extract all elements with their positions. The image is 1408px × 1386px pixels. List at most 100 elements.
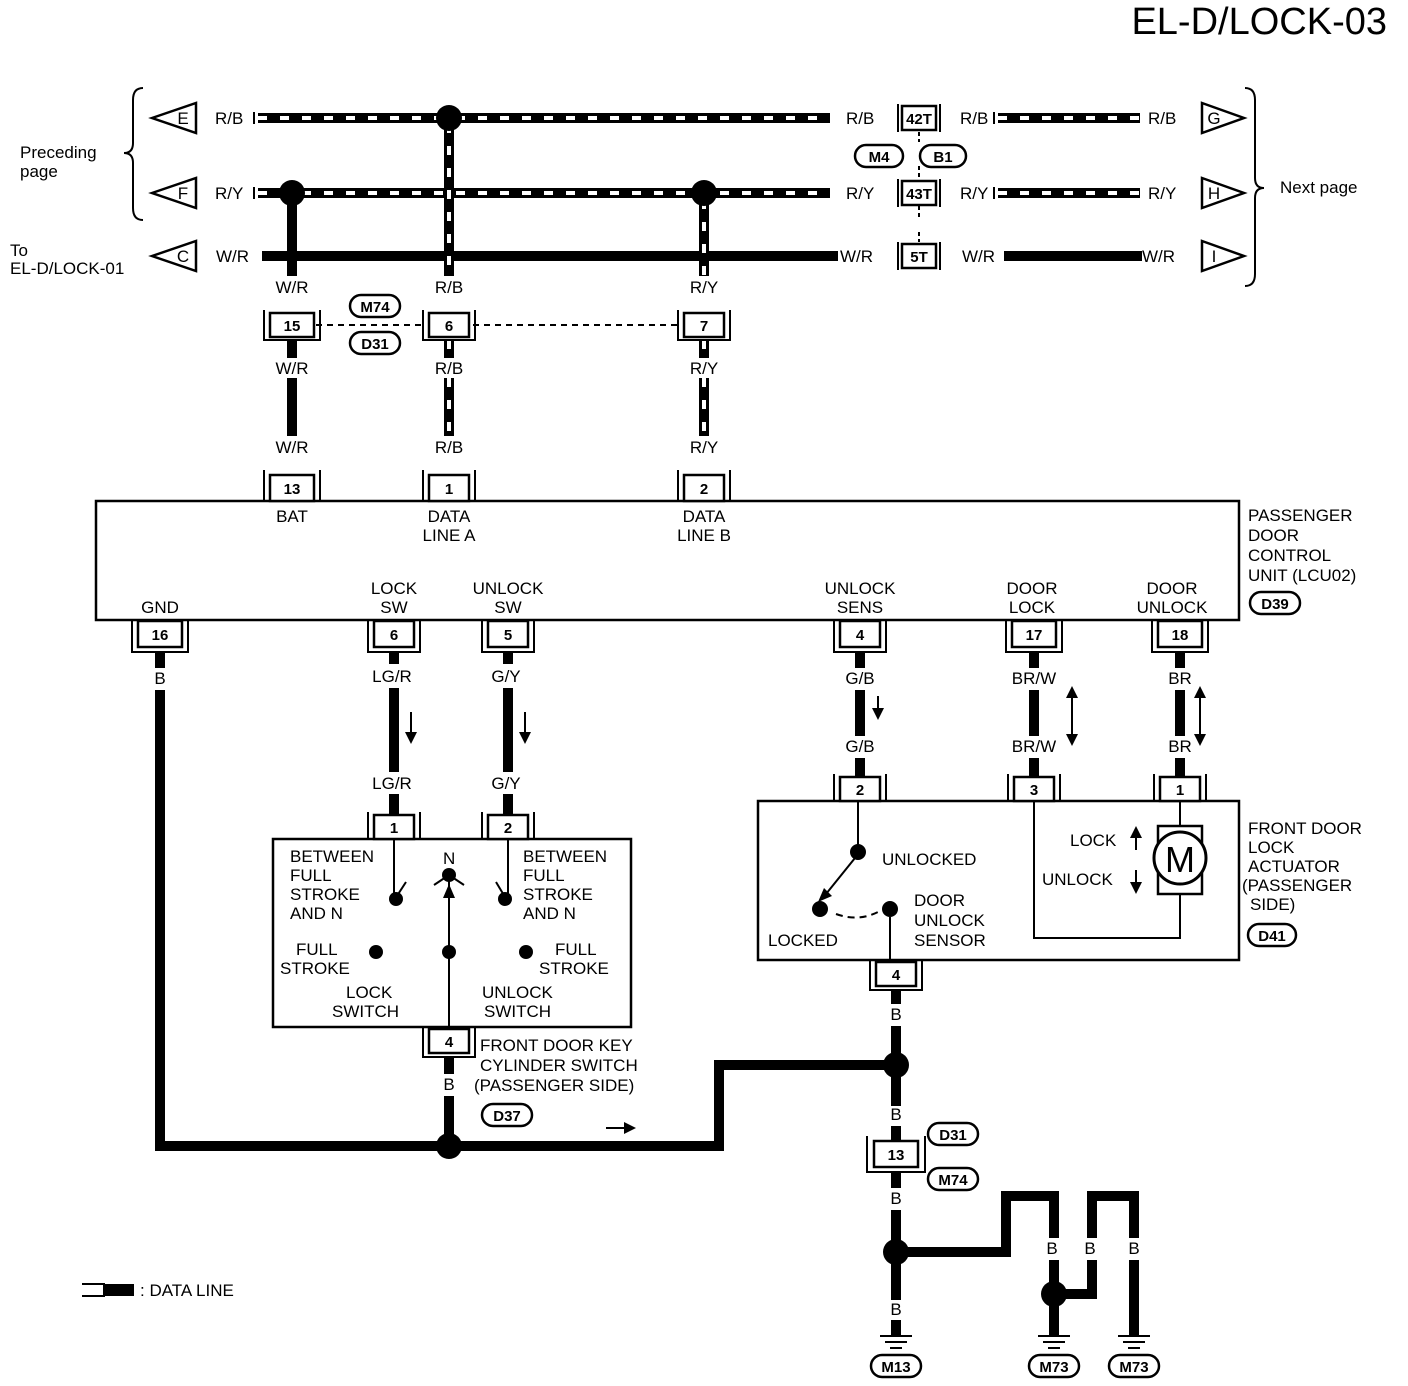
unit-pin-1: 1 <box>422 470 476 503</box>
lock-up-arrow-icon <box>1130 826 1142 850</box>
svg-text:1: 1 <box>1176 782 1184 799</box>
control-unit-name: DOOR <box>1248 526 1299 545</box>
terminal-e: E <box>148 101 198 135</box>
connector-pin-6: 6 <box>422 310 476 341</box>
switch-position-label: STROKE <box>290 885 360 904</box>
switch-position-label: STROKE <box>539 959 609 978</box>
junction-dot <box>436 1133 462 1159</box>
next-page-label: Next page <box>1280 178 1358 197</box>
pin-label-sens: SENS <box>837 598 883 617</box>
wire-color-label: B <box>1128 1239 1139 1258</box>
unit-pin-16: 16 <box>131 619 189 653</box>
wire-color-label: BR/W <box>1012 737 1056 756</box>
wire-color-label: W/R <box>962 247 995 266</box>
junction-dot <box>883 1052 909 1078</box>
ground-symbol-icon <box>1118 1335 1150 1349</box>
switch-pin-4: 4 <box>422 1027 476 1058</box>
terminal-g: G <box>1200 101 1248 135</box>
pin-label-lock: LOCK <box>371 579 418 598</box>
signal-direction-arrow <box>405 712 417 744</box>
wire-color-label: R/B <box>435 438 463 457</box>
wire-color-label: W/R <box>275 438 308 457</box>
connector-tag-d41: D41 <box>1246 922 1298 948</box>
wire-color-label: R/Y <box>1148 184 1176 203</box>
wire-color-label: W/R <box>275 278 308 297</box>
component-name: SIDE) <box>1250 895 1295 914</box>
svg-text:4: 4 <box>892 967 901 984</box>
svg-text:43T: 43T <box>906 186 932 203</box>
door-unlock-sensor-switch <box>812 801 898 962</box>
wire-color-label: R/Y <box>215 184 243 203</box>
svg-text:2: 2 <box>700 481 708 498</box>
switch-position-label: AND N <box>523 904 576 923</box>
svg-text:M73: M73 <box>1119 1359 1148 1376</box>
svg-text:G: G <box>1207 109 1220 128</box>
svg-text:D41: D41 <box>1258 928 1286 945</box>
wire-color-label: R/B <box>960 109 988 128</box>
connector-tag-d37: D37 <box>480 1102 534 1128</box>
actuator-pin-2: 2 <box>833 774 887 803</box>
ry-data-line <box>253 187 1140 199</box>
lock-switch-contacts <box>369 839 407 959</box>
svg-text:1: 1 <box>390 820 398 837</box>
svg-text:2: 2 <box>856 782 864 799</box>
junction-dot <box>436 105 462 131</box>
connector-43t: 43T <box>897 179 941 207</box>
svg-text:D39: D39 <box>1261 596 1289 613</box>
wire-color-label: BR <box>1168 737 1192 756</box>
svg-text:M73: M73 <box>1039 1359 1068 1376</box>
bidirectional-arrow <box>1066 686 1078 746</box>
wire-color-label: LG/R <box>372 667 412 686</box>
svg-text:2: 2 <box>504 820 512 837</box>
pin-label-door: DOOR <box>1147 579 1198 598</box>
to-label: To <box>10 241 28 260</box>
actuator-motor-circuit <box>1033 801 1208 939</box>
pin-label-unlock: UNLOCK <box>825 579 897 598</box>
wire-color-label: G/B <box>845 669 874 688</box>
unit-pin-5: 5 <box>481 619 535 653</box>
actuator-pin-3: 3 <box>1007 774 1061 803</box>
unit-pin-2: 2 <box>677 470 731 503</box>
ground-wire <box>155 652 896 1151</box>
svg-text:3: 3 <box>1030 782 1038 799</box>
pin-label-sw: SW <box>494 598 521 617</box>
legend-data-line-symbol <box>82 1283 134 1297</box>
switch-position-label: BETWEEN <box>290 847 374 866</box>
svg-text:13: 13 <box>888 1147 905 1164</box>
pin-label-unlock: UNLOCK <box>1137 598 1209 617</box>
unit-pin-18: 18 <box>1151 619 1209 653</box>
actuator-pin-1: 1 <box>1153 774 1207 803</box>
unit-pin-4: 4 <box>833 619 887 653</box>
wire-color-label: G/B <box>845 737 874 756</box>
control-unit-name: PASSENGER <box>1248 506 1353 525</box>
switch-name-label: UNLOCK <box>482 983 554 1002</box>
passenger-door-control-unit <box>94 499 1241 622</box>
preceding-brace <box>123 87 144 221</box>
wire-color-label: B <box>890 1005 901 1024</box>
actuator-pin-4: 4 <box>869 960 923 991</box>
svg-text:4: 4 <box>445 1034 454 1051</box>
wire-color-label: LG/R <box>372 774 412 793</box>
switch-position-label: STROKE <box>523 885 593 904</box>
to-target-label: EL-D/LOCK-01 <box>10 259 124 278</box>
connector-tag-m74: M74 <box>348 293 402 319</box>
sensor-name-label: UNLOCK <box>914 911 986 930</box>
control-unit-name: CONTROL <box>1248 546 1331 565</box>
ground-tag-m73: M73 <box>1107 1353 1161 1379</box>
signal-direction-arrow <box>872 696 884 720</box>
junction-dot <box>279 180 305 206</box>
svg-text:13: 13 <box>284 481 301 498</box>
wire-color-label: B <box>1084 1239 1095 1258</box>
connector-42t: 42T <box>897 104 941 132</box>
current-direction-arrow <box>606 1122 636 1134</box>
terminal-i: I <box>1200 239 1248 273</box>
switch-name-label: SWITCH <box>332 1002 399 1021</box>
legend-label: : DATA LINE <box>140 1281 234 1300</box>
wire-color-label: R/Y <box>690 438 718 457</box>
wire-color-label: R/B <box>435 278 463 297</box>
connector-pin-15: 15 <box>263 310 321 341</box>
wire-color-label: B <box>154 669 165 688</box>
pin-label-lock: LOCK <box>1009 598 1056 617</box>
svg-text:18: 18 <box>1172 627 1189 644</box>
pin-label-gnd: GND <box>141 598 179 617</box>
